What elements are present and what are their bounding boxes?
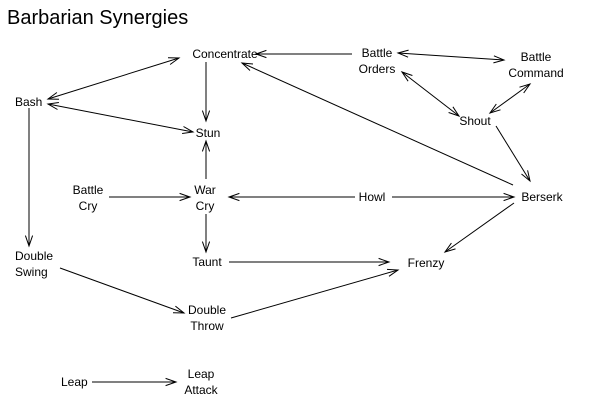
- node-stun: Stun: [196, 125, 221, 141]
- arrowhead: [227, 192, 240, 202]
- arrowhead: [254, 49, 267, 59]
- arrowhead: [172, 305, 186, 314]
- arrowhead: [24, 235, 34, 248]
- arrowhead: [46, 92, 60, 100]
- node-label: Double: [187, 303, 227, 317]
- node-label: Howl: [358, 190, 386, 204]
- arrowhead: [201, 139, 211, 152]
- arrowhead: [378, 257, 391, 267]
- node-bash: Bash: [15, 94, 42, 110]
- node-label: Frenzy: [407, 256, 445, 270]
- edge-bash-to-stun: [47, 103, 194, 133]
- arrowhead: [201, 110, 211, 123]
- node-double-throw: Double Throw: [188, 302, 226, 334]
- node-label: Stun: [195, 126, 221, 140]
- node-taunt: Taunt: [192, 254, 221, 270]
- node-battle-command: Battle Command: [508, 49, 563, 81]
- arrowhead: [448, 106, 461, 117]
- arrowhead: [488, 103, 501, 114]
- node-leap: Leap: [61, 374, 88, 390]
- node-label: Leap: [187, 367, 215, 381]
- node-battle-orders: Battle Orders: [359, 45, 396, 77]
- edge-shout-to-berserk: [495, 125, 531, 182]
- node-leap-attack: Leap Attack: [184, 366, 217, 398]
- edge-berserk-to-concentrate: [241, 62, 514, 186]
- edge-bash-to-concentrate: [47, 57, 180, 100]
- arrowhead: [396, 49, 409, 58]
- node-label: Bash: [15, 95, 43, 109]
- arrowhead: [165, 377, 178, 387]
- edge-shout-to-battle-command: [489, 83, 531, 114]
- node-label: Battle: [361, 46, 393, 60]
- node-label: Concentrate: [192, 47, 258, 61]
- edge-double-swing-to-double-throw: [59, 267, 185, 314]
- node-frenzy: Frenzy: [408, 255, 445, 271]
- node-label: Swing: [15, 265, 48, 279]
- node-label: Taunt: [192, 255, 222, 269]
- arrowhead: [46, 102, 59, 110]
- arrowhead: [182, 126, 195, 134]
- node-label: Leap: [61, 375, 88, 389]
- edge-battle-orders-to-shout: [401, 71, 460, 117]
- node-label: Cry: [78, 199, 98, 213]
- node-label: Throw: [190, 319, 224, 333]
- node-concentrate: Concentrate: [192, 46, 257, 62]
- node-double-swing: Double Swing: [15, 248, 53, 280]
- arrowhead: [503, 192, 516, 202]
- node-label: Berserk: [521, 190, 563, 204]
- node-battle-cry: Battle Cry: [73, 182, 104, 214]
- arrowhead: [443, 242, 456, 253]
- node-war-cry: War Cry: [194, 182, 216, 214]
- arrowhead: [386, 268, 400, 277]
- node-label: Shout: [459, 114, 491, 128]
- node-label: Cry: [195, 199, 215, 213]
- arrowhead: [493, 55, 506, 64]
- arrowhead: [240, 62, 254, 71]
- node-label: Battle: [72, 183, 104, 197]
- arrowhead: [521, 170, 531, 183]
- node-shout: Shout: [459, 113, 490, 129]
- node-howl: Howl: [359, 189, 386, 205]
- arrowhead: [519, 83, 532, 94]
- diagram-title: Barbarian Synergies: [7, 7, 189, 29]
- node-label: War: [194, 183, 216, 197]
- edge-berserk-to-frenzy: [444, 202, 515, 253]
- arrowhead: [179, 192, 192, 202]
- edge-battle-orders-to-battle-command: [397, 52, 505, 61]
- node-label: Battle: [520, 50, 552, 64]
- edge-double-throw-to-frenzy: [230, 269, 399, 319]
- node-label: Command: [508, 66, 564, 80]
- node-label: Double: [15, 249, 54, 263]
- node-berserk: Berserk: [521, 189, 562, 205]
- arrowhead: [400, 71, 413, 82]
- arrowhead: [167, 57, 181, 65]
- arrowhead: [201, 241, 211, 254]
- node-label: Attack: [184, 383, 218, 397]
- node-label: Orders: [358, 62, 396, 76]
